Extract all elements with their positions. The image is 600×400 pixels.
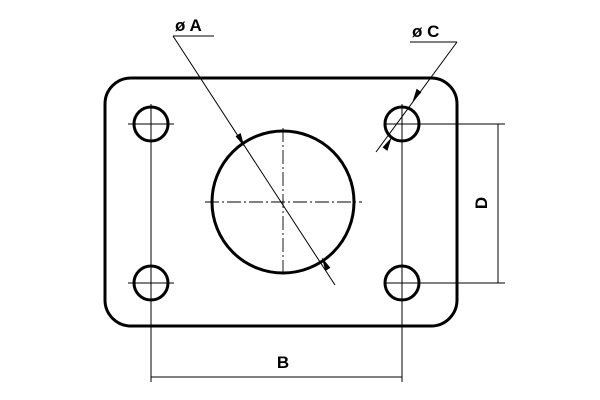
dimension-label-c: ø C [412, 22, 439, 41]
dimension-label-a: ø A [175, 16, 202, 35]
arrowhead-a-upper [235, 133, 245, 147]
arrowhead-c-upper [412, 88, 422, 103]
arrowhead-a-lower [321, 257, 331, 271]
leader-diagonal-a [172, 35, 336, 286]
plate-outline [103, 76, 459, 328]
arrowhead-c-lower [382, 137, 392, 151]
dimension-label-d: D [472, 197, 491, 209]
dimension-label-b: B [277, 353, 289, 372]
